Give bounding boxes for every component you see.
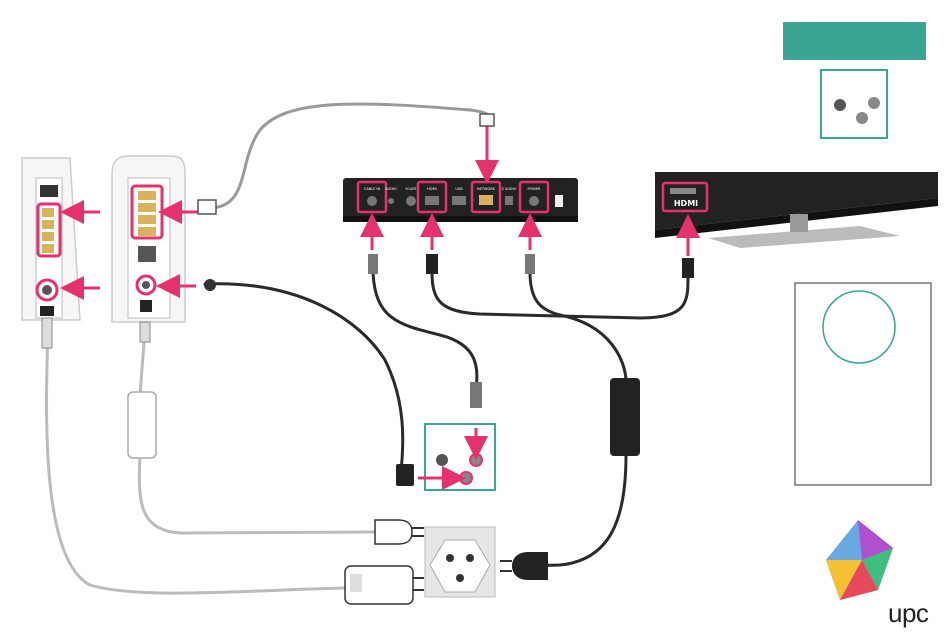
power-cable-box-2 [525,455,626,566]
upc-logo-text: upc [888,600,928,626]
modem-power-adapter [128,392,156,458]
info-card [795,283,931,485]
gateway-power-cable [47,330,345,593]
swiss-socket-icon [425,527,495,597]
power-plug-gateway [345,566,424,604]
port-label-usb: USB [455,187,463,191]
coax-cable-modem [205,284,403,480]
wall-outlet-mini [821,70,887,138]
wall-outlet-main [396,382,495,490]
hdmi-cable [432,272,688,318]
upc-cube-logo-icon [826,520,893,600]
port-label-cable-in: CABLE IN [364,187,381,191]
modem-power-cable-2 [139,455,375,533]
power-plug-settop [500,552,548,580]
settop-power-brick [610,378,640,456]
port-label-s-audio: S AUDIO [502,187,517,191]
port-label-network: NETWORK [477,187,496,191]
port-label-audio: AUDIO [385,187,397,191]
modem-device [112,156,216,342]
coax-cable-box [373,272,477,390]
settop-box: CABLE IN AUDIO SCART HDMI USB NETWORK S … [343,114,578,274]
port-label-scart: SCART [405,187,417,191]
power-plug-modem [375,520,424,544]
power-cable-box [530,272,626,380]
port-label-hdmi: HDMI [427,187,436,191]
tv-device: HDMI [655,172,938,278]
gateway-device [22,158,100,348]
tv-hdmi-label: HDMI [674,199,698,208]
port-label-power: POWER [528,187,542,191]
